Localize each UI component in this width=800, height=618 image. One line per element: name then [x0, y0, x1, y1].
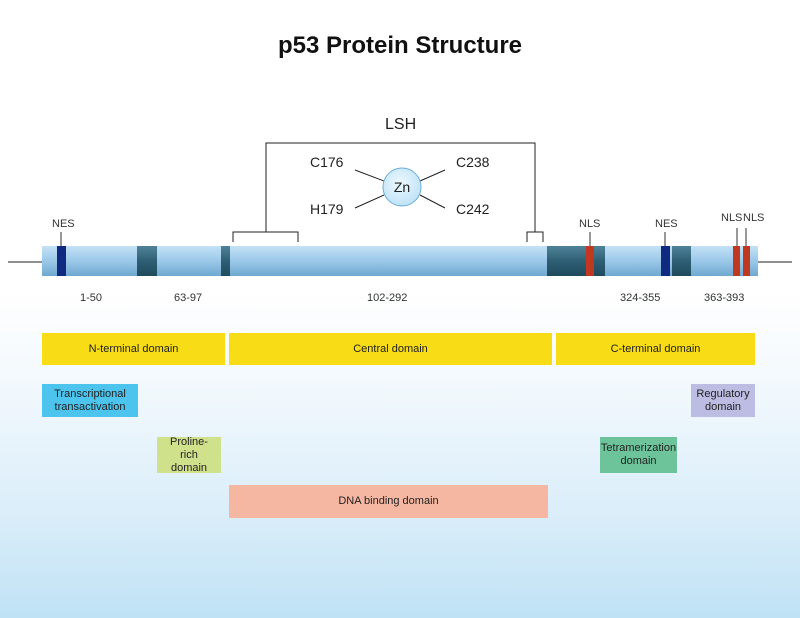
lsh-bracket	[265, 142, 536, 232]
ligand-c176: C176	[310, 154, 344, 170]
lsh-bracket	[526, 231, 544, 242]
lsh-bracket	[232, 231, 299, 242]
dna-binding-box: DNA binding domain	[229, 485, 548, 518]
ligand-c238: C238	[456, 154, 490, 170]
range-label: 63-97	[174, 292, 203, 304]
range-label: 363-393	[704, 292, 745, 304]
zn-spoke	[354, 169, 385, 182]
segment-dark	[221, 246, 230, 276]
nes-marker	[57, 246, 66, 276]
nls-marker	[586, 246, 594, 276]
protein-bar	[42, 246, 758, 276]
central-domain: Central domain	[229, 333, 552, 365]
nls-marker	[733, 246, 740, 276]
segment-dark	[137, 246, 157, 276]
nls-label: NLS	[721, 212, 743, 224]
zn-circle	[382, 167, 422, 207]
page-title: p53 Protein Structure	[277, 32, 523, 59]
lsh-label: LSH	[385, 116, 417, 133]
nes-label: NES	[52, 218, 75, 230]
zn-spoke	[419, 169, 446, 182]
nls-label: NLS	[579, 218, 601, 230]
transcriptional-transactivation-box: Transcriptional transactivation	[42, 384, 138, 417]
segment-dark	[547, 246, 605, 276]
tetramerization-box: Tetramerization domain	[600, 437, 677, 473]
segment-dark	[672, 246, 691, 276]
range-label: 324-355	[620, 292, 661, 304]
c-terminal-domain: C-terminal domain	[556, 333, 755, 365]
n-terminal-domain: N-terminal domain	[42, 333, 225, 365]
proline-rich-box: Proline-rich domain	[157, 436, 221, 474]
ligand-h179: H179	[310, 201, 344, 217]
regulatory-box: Regulatory domain	[691, 384, 755, 417]
range-label: 1-50	[80, 292, 103, 304]
zn-label: Zn	[393, 179, 411, 195]
nes-marker	[661, 246, 670, 276]
zn-spoke	[354, 194, 385, 209]
nls-label: NLS	[743, 212, 765, 224]
nls-marker	[743, 246, 750, 276]
range-label: 102-292	[367, 292, 408, 304]
nes-label: NES	[655, 218, 678, 230]
zn-spoke	[419, 194, 446, 209]
ligand-c242: C242	[456, 201, 490, 217]
